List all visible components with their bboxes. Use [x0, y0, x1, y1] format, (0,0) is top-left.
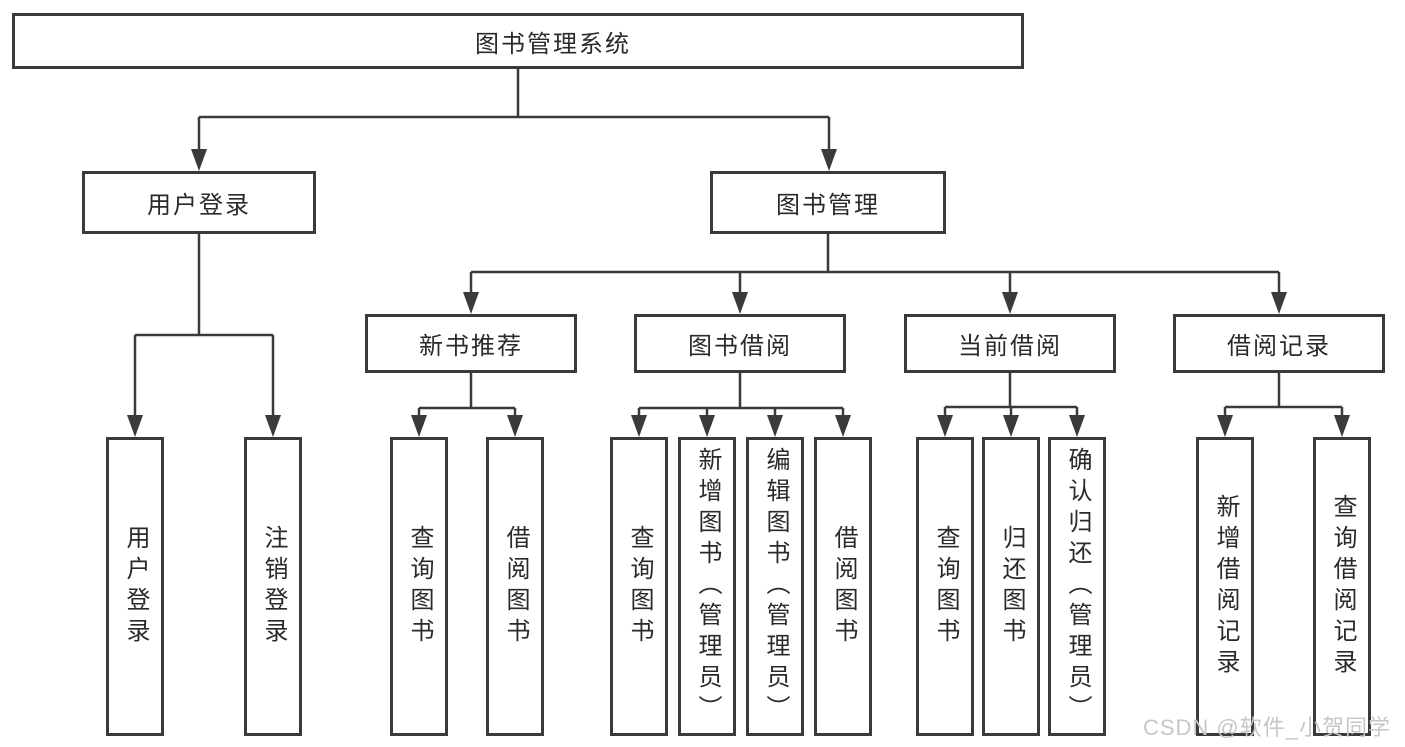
edge-root-to-level2 [197, 69, 831, 151]
node-book-borrow: 图书借阅 [634, 314, 846, 373]
edge-bookmgmt-to-level3 [469, 234, 1281, 294]
node-user-login: 用户登录 [82, 171, 316, 234]
leaf-label: 借阅图书 [830, 524, 857, 649]
leaf-query-books-current: 查询图书 [916, 437, 974, 736]
arrow-down-icon [127, 415, 143, 437]
leaf-label: 新增借阅记录 [1212, 493, 1239, 680]
leaf-edit-book-admin: 编辑图书（管理员） [746, 437, 804, 736]
leaf-label: 注销登录 [260, 524, 287, 649]
arrow-down-icon [1069, 415, 1085, 437]
leaf-label: 编辑图书（管理员） [762, 447, 789, 726]
node-new-book-recommend: 新书推荐 [365, 314, 577, 373]
node-current-borrow: 当前借阅 [904, 314, 1116, 373]
arrow-down-icon [265, 415, 281, 437]
leaf-query-books-recommend: 查询图书 [390, 437, 448, 736]
arrow-down-icon [1217, 415, 1233, 437]
leaf-label: 查询图书 [626, 524, 653, 649]
leaf-borrow-books: 借阅图书 [814, 437, 872, 736]
leaf-label: 确认归还（管理员） [1064, 447, 1091, 726]
edge-currentborrow-to-leaves [943, 373, 1079, 418]
arrow-down-icon [821, 149, 837, 171]
csdn-watermark: CSDN @软件_小贺同学 [1142, 715, 1391, 740]
edge-userlogin-to-leaves [133, 234, 275, 417]
node-label: 图书管理系统 [475, 30, 631, 58]
node-label: 新书推荐 [419, 333, 523, 360]
leaf-confirm-return-admin: 确认归还（管理员） [1048, 437, 1106, 736]
arrow-down-icon [507, 415, 523, 437]
arrow-down-icon [1334, 415, 1350, 437]
arrow-down-icon [732, 292, 748, 314]
arrow-down-icon [1003, 415, 1019, 437]
arrow-down-icon [1271, 292, 1287, 314]
leaf-logout: 注销登录 [244, 437, 302, 736]
node-label: 当前借阅 [958, 333, 1062, 360]
arrow-down-icon [631, 415, 647, 437]
arrow-down-icon [937, 415, 953, 437]
arrow-down-icon [463, 292, 479, 314]
arrow-down-icon [191, 149, 207, 171]
node-root-system: 图书管理系统 [12, 13, 1024, 69]
leaf-label: 归还图书 [998, 524, 1025, 649]
arrow-down-icon [835, 415, 851, 437]
arrow-down-icon [767, 415, 783, 437]
node-label: 图书借阅 [688, 333, 792, 360]
arrowheads [127, 149, 1350, 437]
edge-bookborrow-to-leaves [637, 373, 845, 418]
leaf-borrow-books-recommend: 借阅图书 [486, 437, 544, 736]
leaf-query-books-borrow: 查询图书 [610, 437, 668, 736]
edge-newbook-to-leaves [417, 373, 517, 418]
leaf-label: 新增图书（管理员） [694, 447, 721, 726]
node-borrow-records: 借阅记录 [1173, 314, 1385, 373]
node-label: 图书管理 [776, 192, 880, 219]
leaf-add-borrow-record: 新增借阅记录 [1196, 437, 1254, 736]
node-label: 用户登录 [147, 192, 251, 219]
leaf-return-book: 归还图书 [982, 437, 1040, 736]
arrow-down-icon [1002, 292, 1018, 314]
arrow-down-icon [699, 415, 715, 437]
leaf-user-login: 用户登录 [106, 437, 164, 736]
arrow-down-icon [411, 415, 427, 437]
leaf-add-book-admin: 新增图书（管理员） [678, 437, 736, 736]
leaf-label: 借阅图书 [502, 524, 529, 649]
leaf-label: 查询图书 [932, 524, 959, 649]
leaf-label: 查询借阅记录 [1329, 493, 1356, 680]
node-label: 借阅记录 [1227, 333, 1331, 360]
leaf-query-borrow-record: 查询借阅记录 [1313, 437, 1371, 736]
edge-records-to-leaves [1223, 373, 1344, 418]
leaf-label: 用户登录 [122, 524, 149, 649]
node-book-management: 图书管理 [710, 171, 946, 234]
leaf-label: 查询图书 [406, 524, 433, 649]
